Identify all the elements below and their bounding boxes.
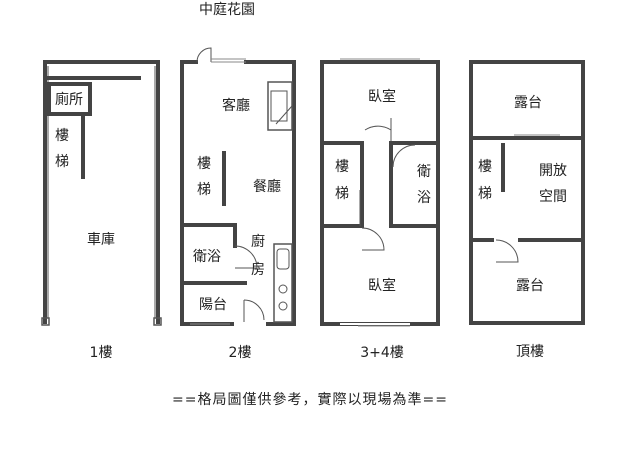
room-terrace-bottom: 露台	[516, 278, 544, 294]
room-kitchen-b: 房	[251, 262, 265, 278]
room-bedroom-bottom: 臥室	[368, 277, 396, 294]
floor-label-2f: 2樓	[229, 345, 252, 361]
room-stairs-34f-b: 梯	[335, 186, 349, 202]
room-stairs-1f-b: 梯	[55, 154, 69, 170]
floor-label-1f: 1樓	[90, 345, 113, 361]
room-bath-34f-b: 浴	[417, 190, 431, 206]
floor-1-plan	[41, 60, 162, 326]
room-bath-34f-a: 衛	[417, 164, 431, 180]
room-open-space-b: 空間	[539, 189, 567, 205]
footer-disclaimer: ==格局圖僅供參考，實際以現場為準==	[172, 391, 448, 408]
room-stairs-1f-a: 樓	[55, 128, 69, 144]
room-stairs-34f-a: 樓	[335, 159, 349, 175]
floor-label-roof: 頂樓	[516, 344, 544, 360]
floor-label-34f: 3+4樓	[360, 345, 404, 361]
room-terrace-top: 露台	[514, 95, 542, 111]
room-courtyard-garden: 中庭花園	[199, 1, 255, 18]
room-stairs-roof-b: 梯	[478, 186, 492, 202]
room-bath-2f: 衛浴	[193, 249, 221, 265]
room-kitchen-a: 廚	[251, 233, 265, 250]
room-garage: 車庫	[87, 231, 115, 248]
room-bedroom-top: 臥室	[368, 88, 396, 105]
room-dining: 餐廳	[253, 178, 281, 195]
room-stairs-2f-b: 梯	[197, 182, 211, 198]
room-balcony: 陽台	[199, 297, 227, 313]
room-stairs-roof-a: 樓	[478, 159, 492, 175]
roof-floor-plan	[469, 60, 585, 325]
room-living: 客廳	[222, 97, 250, 114]
floor-3-4-plan	[320, 58, 440, 327]
room-toilet-1f: 廁所	[55, 91, 83, 108]
room-stairs-2f-a: 樓	[197, 156, 211, 172]
room-open-space-a: 開放	[539, 163, 567, 179]
floor-2-plan	[180, 47, 296, 326]
